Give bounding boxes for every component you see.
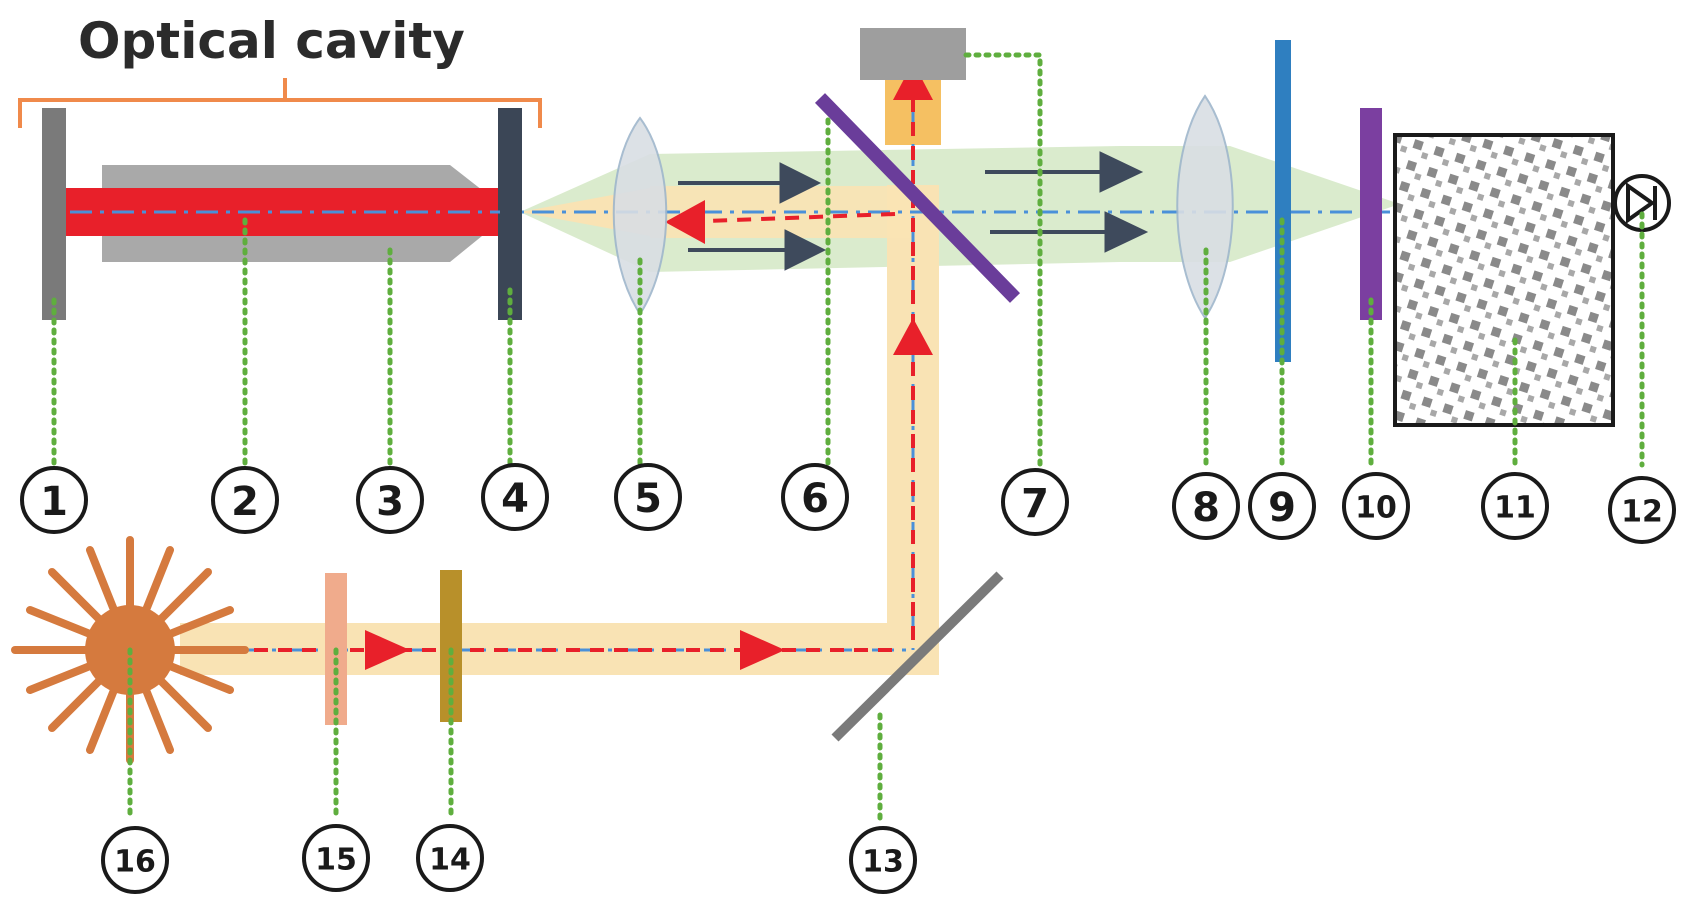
camera-detector xyxy=(860,28,966,80)
svg-text:15: 15 xyxy=(315,843,357,878)
svg-text:2: 2 xyxy=(231,479,259,525)
svg-text:9: 9 xyxy=(1268,485,1296,531)
output-coupler xyxy=(498,108,522,320)
svg-text:7: 7 xyxy=(1021,481,1049,527)
label-4: 4 xyxy=(481,463,549,531)
rear-mirror xyxy=(42,108,66,320)
filter-9 xyxy=(1275,40,1291,362)
svg-text:16: 16 xyxy=(114,845,156,880)
label-12: 12 xyxy=(1608,476,1676,544)
probe-path-back xyxy=(679,212,896,224)
red-arrow-4 xyxy=(893,62,933,100)
svg-text:10: 10 xyxy=(1355,491,1397,526)
label-2: 2 xyxy=(211,466,279,534)
label-1: 1 xyxy=(20,466,88,534)
filter-14 xyxy=(440,570,462,722)
red-arrow-1 xyxy=(365,630,410,670)
label-10: 10 xyxy=(1342,472,1410,540)
label-3: 3 xyxy=(356,466,424,534)
red-arrow-3 xyxy=(893,318,933,355)
label-16: 16 xyxy=(101,826,169,894)
label-8: 8 xyxy=(1172,472,1240,540)
turning-mirror-13 xyxy=(831,571,1004,742)
svg-text:11: 11 xyxy=(1494,491,1536,526)
svg-text:5: 5 xyxy=(634,476,662,522)
label-5: 5 xyxy=(614,463,682,531)
optical-cavity-title: Optical cavity xyxy=(78,12,465,70)
svg-text:4: 4 xyxy=(501,476,529,522)
svg-text:13: 13 xyxy=(862,845,904,880)
signal-arrows xyxy=(678,151,1149,271)
leader-lines xyxy=(51,52,1645,823)
optical-cavity-bracket xyxy=(18,78,542,128)
label-7: 7 xyxy=(1001,468,1069,536)
label-14: 14 xyxy=(416,824,484,892)
scattering-sample xyxy=(1393,133,1615,427)
filter-10 xyxy=(1360,108,1382,320)
svg-text:1: 1 xyxy=(40,479,68,525)
svg-text:6: 6 xyxy=(801,476,829,522)
label-13: 13 xyxy=(849,826,917,894)
svg-text:14: 14 xyxy=(429,843,471,878)
photodiode-icon xyxy=(1613,174,1671,232)
label-6: 6 xyxy=(781,463,849,531)
svg-text:12: 12 xyxy=(1621,495,1663,530)
dichroic-mirror xyxy=(814,93,1021,303)
red-arrow-2 xyxy=(740,630,785,670)
label-9: 9 xyxy=(1248,472,1316,540)
label-11: 11 xyxy=(1481,472,1549,540)
svg-text:8: 8 xyxy=(1192,485,1220,531)
svg-text:3: 3 xyxy=(376,479,404,525)
label-15: 15 xyxy=(302,824,370,892)
red-arrow-5 xyxy=(665,200,705,244)
